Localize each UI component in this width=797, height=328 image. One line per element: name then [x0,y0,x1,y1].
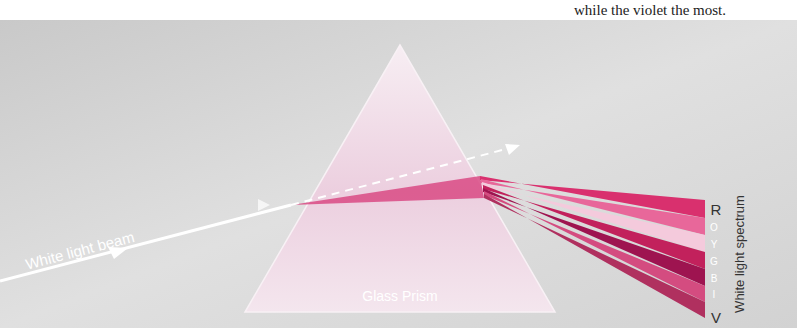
color-letter: G [710,256,718,267]
dispersed-spectrum [480,176,705,318]
color-letter: I [713,289,716,300]
glass-prism [245,45,555,312]
caption-fragment: while the violet the most. [574,2,726,19]
color-letter: V [711,310,721,327]
color-letter: B [711,273,718,284]
diagram-label: Glass Prism [362,289,437,304]
small-arrow [258,199,270,211]
color-letter: O [710,222,718,233]
color-letter: R [711,202,722,219]
background-panel [0,20,797,328]
diagram-label: White light spectrum [733,195,747,313]
dashed-arrow [505,144,520,155]
color-letter: Y [711,239,718,250]
incident-beam [0,205,291,281]
undeviated-path [291,148,510,205]
